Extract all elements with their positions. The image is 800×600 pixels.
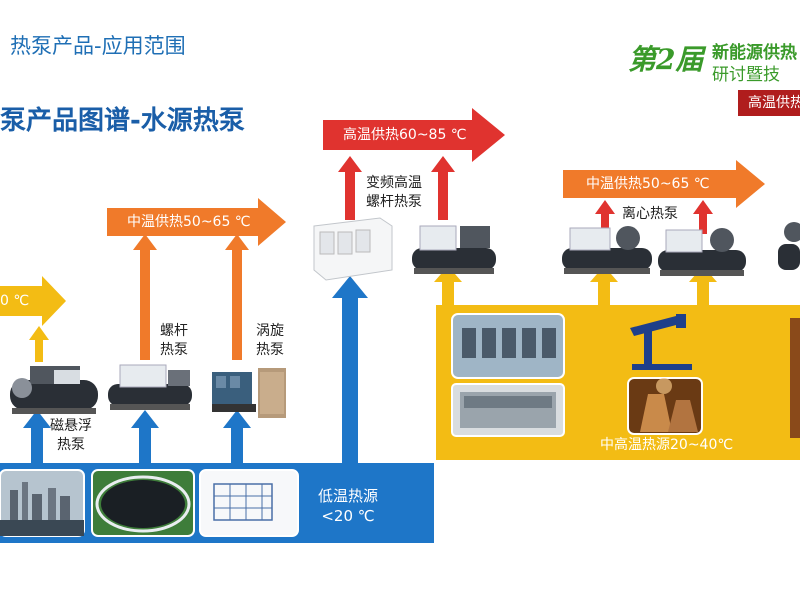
arrow-left-partial-label: 0 ℃ bbox=[0, 293, 30, 309]
logo-line1: 新能源供热 bbox=[712, 43, 797, 63]
low-temp-source-label: 低温热源 <20 ℃ bbox=[318, 486, 378, 526]
logo-number: 第2届 bbox=[628, 43, 704, 76]
up-arrow-red-right bbox=[431, 156, 455, 220]
sewage-tank-photo bbox=[91, 469, 195, 537]
low-temp-source-line2: <20 ℃ bbox=[321, 507, 375, 525]
up-arrow-blue-2 bbox=[131, 410, 159, 465]
cooling-tower-photo bbox=[627, 377, 703, 435]
maglev-label-line2: 热泵 bbox=[57, 437, 85, 453]
up-arrow-blue-3 bbox=[223, 410, 251, 465]
centrifugal-heat-pump-2-image bbox=[658, 228, 746, 276]
screw-label-line1: 螺杆 bbox=[160, 323, 188, 339]
arrow-mid-temp-left-label: 中温供热50~65 ℃ bbox=[127, 214, 251, 230]
arrow-mid-temp-left bbox=[107, 198, 286, 246]
arrow-high-temp-label: 高温供热60~85 ℃ bbox=[343, 127, 467, 143]
scroll-label: 涡旋 热泵 bbox=[256, 322, 284, 360]
system-diagram-photo bbox=[199, 469, 299, 537]
up-arrow-centrifugal-left bbox=[595, 200, 615, 234]
partial-photo-right bbox=[790, 318, 800, 438]
maglev-label: 磁悬浮 热泵 bbox=[50, 417, 92, 455]
vfd-label-line1: 变频高温 bbox=[366, 175, 422, 191]
corner-tag: 高温供热 bbox=[738, 90, 800, 116]
scroll-label-line1: 涡旋 bbox=[256, 323, 284, 339]
city-skyline-photo bbox=[0, 469, 85, 537]
up-arrow-centrifugal-right bbox=[693, 200, 713, 234]
screw-label: 螺杆 热泵 bbox=[160, 322, 188, 360]
up-arrow-screw-orange bbox=[133, 234, 157, 360]
centrifugal-heat-pump-1-image bbox=[562, 226, 652, 274]
low-temp-source-line1: 低温热源 bbox=[318, 487, 379, 505]
up-arrow-blue-1 bbox=[23, 410, 51, 465]
maglev-label-line1: 磁悬浮 bbox=[50, 418, 92, 434]
up-arrow-scroll-orange bbox=[225, 234, 249, 360]
industrial-unit-photo bbox=[451, 383, 565, 437]
scroll-heat-pump-image bbox=[212, 368, 286, 418]
arrow-mid-temp-right-label: 中温供热50~65 ℃ bbox=[586, 176, 710, 192]
arrow-high-temp bbox=[323, 108, 505, 162]
scroll-label-line2: 热泵 bbox=[256, 342, 284, 358]
vfd-label: 变频高温 螺杆热泵 bbox=[366, 174, 422, 212]
up-arrow-blue-big bbox=[332, 276, 368, 465]
header-title: 热泵产品-应用范围 bbox=[10, 34, 186, 58]
logo-line2: 研讨暨技 bbox=[712, 65, 780, 85]
screw-heat-pump-image bbox=[108, 364, 192, 410]
data-center-photo bbox=[451, 313, 565, 379]
page-title: 泵产品图谱-水源热泵 bbox=[0, 106, 245, 136]
up-arrow-red-left bbox=[338, 156, 362, 220]
maglev-heat-pump-image bbox=[10, 366, 98, 414]
arrow-mid-temp-right bbox=[563, 160, 765, 208]
centrifugal-label: 离心热泵 bbox=[622, 206, 678, 222]
event-logo: 第2届 新能源供热 研讨暨技 bbox=[628, 36, 800, 86]
vfd-label-line2: 螺杆热泵 bbox=[366, 194, 422, 210]
mid-high-temp-source-label: 中高温热源20~40℃ bbox=[600, 437, 734, 453]
centrifugal-heat-pump-3-image bbox=[778, 222, 800, 270]
vfd-screw-machine-image bbox=[412, 225, 496, 274]
screw-label-line2: 热泵 bbox=[160, 342, 188, 358]
up-arrow-maglev-yellow bbox=[29, 326, 49, 362]
arrow-left-partial bbox=[0, 276, 66, 326]
vfd-box-image bbox=[313, 217, 393, 281]
oil-pump-jack-icon bbox=[630, 314, 692, 370]
